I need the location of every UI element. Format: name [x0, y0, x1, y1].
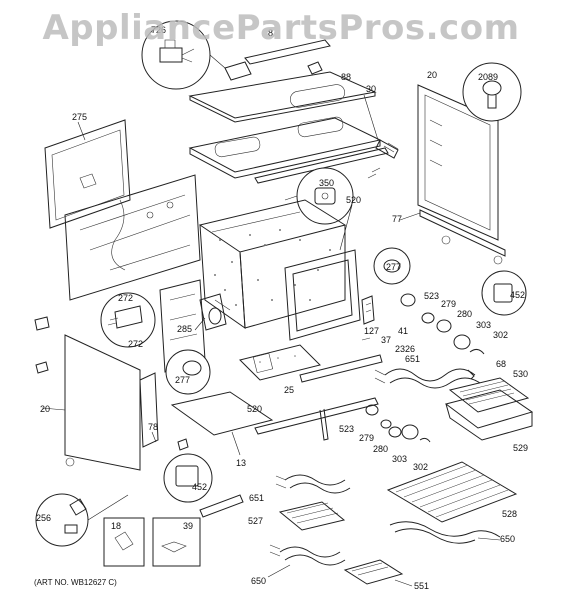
- label-127: 127: [364, 326, 379, 336]
- part-350-callout[interactable]: [284, 167, 354, 225]
- label-650-left: 650: [251, 576, 266, 586]
- part-452-left-callout[interactable]: [163, 453, 213, 503]
- part-650-bake-element-left[interactable]: [267, 544, 346, 578]
- part-wire-bits[interactable]: [367, 139, 399, 179]
- part-small-clip[interactable]: [307, 61, 323, 75]
- label-285: 285: [177, 324, 192, 334]
- label-256: 256: [36, 513, 51, 523]
- label-41: 41: [398, 326, 408, 336]
- label-651-lower: 651: [249, 493, 264, 503]
- label-78: 78: [148, 422, 158, 432]
- label-272-a: 272: [118, 293, 133, 303]
- label-523-lower: 523: [339, 424, 354, 434]
- part-452-right-callout[interactable]: [481, 270, 527, 316]
- enamel-speckle: [214, 229, 331, 306]
- label-2326: 2326: [395, 344, 415, 354]
- label-529: 529: [513, 443, 528, 453]
- label-530: 530: [513, 369, 528, 379]
- pan-slots: [459, 380, 515, 405]
- part-650-bake-element-right[interactable]: [389, 521, 501, 544]
- part-256-callout[interactable]: [35, 493, 129, 547]
- label-726: 726: [151, 25, 166, 35]
- label-651-upper: 651: [405, 354, 420, 364]
- label-650-right: 650: [500, 534, 515, 544]
- label-280-lower: 280: [373, 444, 388, 454]
- label-520-low: 520: [247, 404, 262, 414]
- bottom-speckle: [259, 355, 296, 363]
- part-angle-strip[interactable]: [199, 494, 244, 518]
- part-39-box[interactable]: [152, 517, 201, 567]
- part-77-bar[interactable]: [399, 209, 506, 265]
- rack-528-bars: [395, 464, 509, 518]
- part-25-bake-element-cover[interactable]: [239, 344, 321, 381]
- label-2089: 2089: [478, 72, 498, 82]
- label-68: 68: [496, 359, 506, 369]
- label-25: 25: [284, 385, 294, 395]
- label-275: 275: [72, 112, 87, 122]
- part-78-bracket[interactable]: [139, 372, 159, 448]
- label-527: 527: [248, 516, 263, 526]
- part-2089-callout[interactable]: [462, 62, 522, 122]
- part-527-rack-small[interactable]: [278, 501, 346, 531]
- rack-527-bars: [286, 502, 339, 524]
- part-551-pan[interactable]: [343, 559, 413, 587]
- label-528: 528: [502, 509, 517, 519]
- part-520-door-gasket[interactable]: [284, 204, 361, 341]
- label-39: 39: [183, 521, 193, 531]
- label-18: 18: [111, 521, 121, 531]
- part-651-broil-element-upper[interactable]: [374, 368, 481, 389]
- part-30-strip[interactable]: [254, 94, 389, 184]
- label-272-b: 272: [128, 339, 143, 349]
- label-452-left: 452: [192, 482, 207, 492]
- part-68-clip[interactable]: [467, 369, 475, 380]
- part-20-left-side-panel[interactable]: [41, 334, 141, 471]
- part-88-top-panel[interactable]: [188, 71, 377, 123]
- label-279-upper: 279: [441, 299, 456, 309]
- part-277-right-callout[interactable]: [373, 247, 411, 285]
- label-277-right: 277: [386, 262, 401, 272]
- part-back-wall[interactable]: [64, 174, 201, 301]
- part-651-element-lower[interactable]: [275, 474, 351, 494]
- label-452-right: 452: [510, 290, 525, 300]
- part-control-knobs-upper[interactable]: [400, 293, 485, 355]
- part-272-callout[interactable]: [100, 292, 156, 348]
- label-77: 77: [392, 214, 402, 224]
- part-127-rail[interactable]: [361, 295, 375, 325]
- label-303-upper: 303: [476, 320, 491, 330]
- label-350: 350: [319, 178, 334, 188]
- label-20-top: 20: [427, 70, 437, 80]
- label-277-left: 277: [175, 375, 190, 385]
- label-88: 88: [341, 72, 351, 82]
- label-302-lower: 302: [413, 462, 428, 472]
- part-8-bracket[interactable]: [209, 39, 331, 81]
- part-18-box[interactable]: [103, 517, 145, 567]
- part-top-tray[interactable]: [188, 116, 382, 179]
- label-8: 8: [268, 28, 273, 38]
- label-37: 37: [381, 335, 391, 345]
- part-front-frame[interactable]: [254, 354, 383, 441]
- label-523-upper: 523: [424, 291, 439, 301]
- part-37-screw[interactable]: [361, 337, 371, 341]
- part-13-bottom-plate[interactable]: [170, 391, 274, 456]
- art-number: (ART NO. WB12627 C): [34, 578, 117, 587]
- label-280-upper: 280: [457, 309, 472, 319]
- label-30: 30: [366, 84, 376, 94]
- part-275-rear-panel[interactable]: [44, 119, 131, 229]
- label-20-left: 20: [40, 404, 50, 414]
- label-551: 551: [414, 581, 429, 591]
- part-530-broil-pan-insert[interactable]: [448, 377, 530, 413]
- part-277-left-callout[interactable]: [165, 349, 211, 395]
- part-small-clips-left[interactable]: [34, 316, 189, 451]
- part-529-broil-pan[interactable]: [444, 389, 534, 441]
- label-279-lower: 279: [359, 433, 374, 443]
- label-303-lower: 303: [392, 454, 407, 464]
- label-302-upper: 302: [493, 330, 508, 340]
- part-control-knobs-lower[interactable]: [365, 404, 431, 443]
- label-520-top: 520: [346, 195, 361, 205]
- label-13: 13: [236, 458, 246, 468]
- part-285-component[interactable]: [194, 293, 227, 331]
- part-528-oven-rack[interactable]: [386, 461, 518, 523]
